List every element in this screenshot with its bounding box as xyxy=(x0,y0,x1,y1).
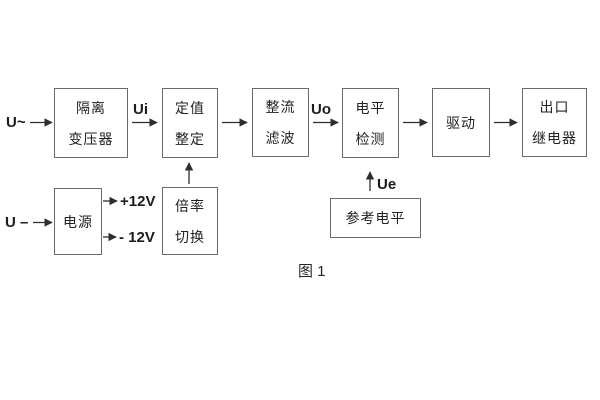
node-label: 驱动 xyxy=(446,114,476,131)
node-label: 电平 xyxy=(355,99,386,116)
figure-caption: 图 1 xyxy=(298,263,326,280)
label-ui: Ui xyxy=(133,101,148,118)
node-label: 滤波 xyxy=(265,130,296,146)
node-label: 电源 xyxy=(63,213,93,230)
node-output-relay: 出口 继电器 xyxy=(522,88,587,157)
node-label: 切换 xyxy=(175,228,205,245)
label-minus-12v: - 12V xyxy=(119,229,155,246)
label-ue: Ue xyxy=(377,176,397,193)
node-label: 继电器 xyxy=(532,130,577,146)
node-ratio-switch: 倍率 切换 xyxy=(162,187,218,255)
node-label: 隔离 xyxy=(76,99,106,116)
node-label: 整流 xyxy=(265,99,296,115)
node-isolation-transformer: 隔离 变压器 xyxy=(54,88,128,158)
label-plus-12v: +12V xyxy=(120,193,156,210)
node-reference-level: 参考电平 xyxy=(330,198,421,238)
node-label: 倍率 xyxy=(175,197,205,214)
node-label: 检测 xyxy=(355,130,386,147)
node-label: 参考电平 xyxy=(345,210,406,226)
label-ac-input: U~ xyxy=(6,114,26,131)
node-label: 出口 xyxy=(539,99,570,115)
node-rectify-filter: 整流 滤波 xyxy=(252,88,309,157)
label-uo: Uo xyxy=(311,101,331,118)
node-drive: 驱动 xyxy=(432,88,490,157)
node-label: 定值 xyxy=(175,99,205,116)
node-setpoint-adjust: 定值 整定 xyxy=(162,88,218,158)
node-level-detect: 电平 检测 xyxy=(342,88,399,158)
node-label: 整定 xyxy=(175,130,205,147)
label-dc-input: U – xyxy=(5,214,29,231)
node-power-supply: 电源 xyxy=(54,188,102,255)
node-label: 变压器 xyxy=(68,130,114,147)
